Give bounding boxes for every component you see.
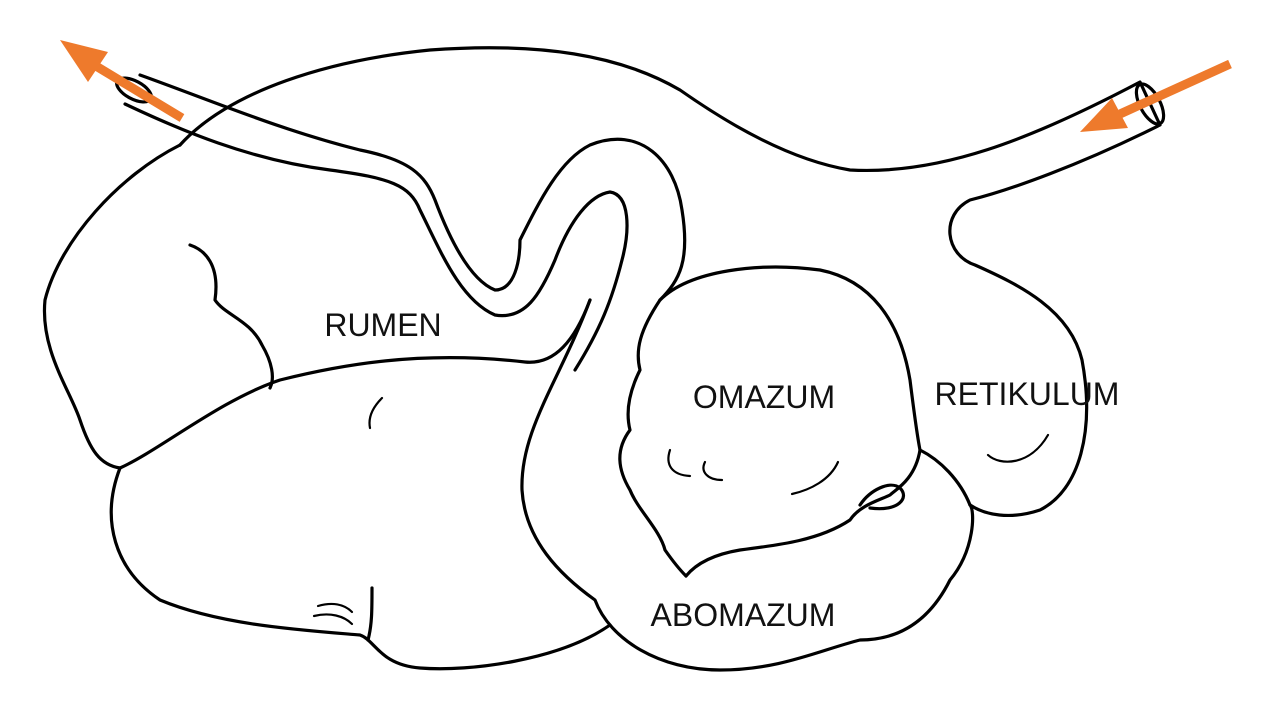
abomasum-label: ABOMAZUM <box>651 597 836 633</box>
rumen-fold-mark <box>370 398 383 428</box>
reticulum-fold-mark <box>988 435 1048 462</box>
omasum-label: OMAZUM <box>693 379 835 415</box>
ventral-fold-mark-2 <box>314 614 352 624</box>
rumen-dorsal-outline <box>44 145 590 468</box>
omasum-fold-mark-2 <box>704 462 722 480</box>
reticulum-label: RETIKULUM <box>935 376 1120 412</box>
outgoing-arrow-head <box>60 40 108 82</box>
omasum-fold-mark-1 <box>668 450 690 476</box>
rumen-inner-fold <box>190 245 272 388</box>
ventral-fold-mark-1 <box>318 604 352 612</box>
outgoing-arrow <box>60 40 182 118</box>
reticulum-outline <box>180 48 1160 516</box>
left-tube-upper <box>140 75 685 300</box>
omasum-outline <box>660 267 920 576</box>
omasum-fold-mark-3 <box>792 462 838 494</box>
rumen-ventral-outline <box>111 468 610 669</box>
rumen-ventral-cleft <box>368 588 372 640</box>
rumen-label: RUMEN <box>324 307 441 343</box>
incoming-arrow-head <box>1080 98 1128 132</box>
omasum-left-border <box>620 300 686 576</box>
